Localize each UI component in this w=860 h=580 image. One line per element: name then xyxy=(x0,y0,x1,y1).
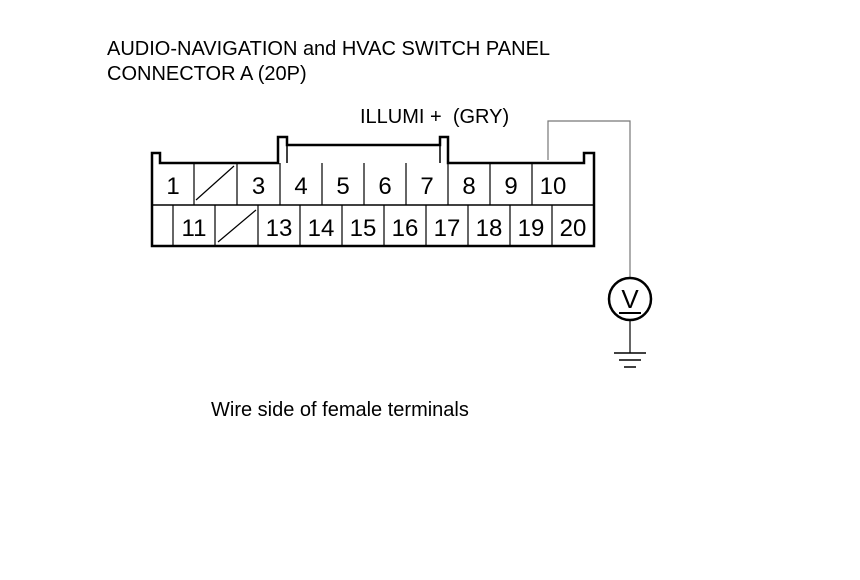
top-row-dividers xyxy=(193,163,533,205)
diagram-title: AUDIO-NAVIGATION and HVAC SWITCH PANEL C… xyxy=(107,37,550,87)
terminal-number: 3 xyxy=(252,173,265,200)
terminal-number: 17 xyxy=(434,215,461,242)
title-line-2: CONNECTOR A (20P) xyxy=(107,63,307,85)
title-line-1: AUDIO-NAVIGATION and HVAC SWITCH PANEL xyxy=(107,38,551,60)
connector-caption: Wire side of female terminals xyxy=(211,399,469,421)
terminal-number: 18 xyxy=(476,215,503,242)
bottom-row-terminals: 11 13 14 15 16 17 18 19 20 xyxy=(182,215,587,242)
terminal-number: 11 xyxy=(182,215,207,242)
terminal-number: 14 xyxy=(308,215,335,242)
top-row-terminals: 1 3 4 5 6 7 8 9 10 xyxy=(166,173,566,200)
terminal-number: 1 xyxy=(166,173,179,200)
ground-icon xyxy=(614,352,646,368)
terminal-number: 4 xyxy=(294,173,307,200)
bottom-row-dividers xyxy=(172,205,553,246)
probe-wire xyxy=(547,120,631,278)
terminal-number: 16 xyxy=(392,215,419,242)
terminal-number: 6 xyxy=(378,173,391,200)
terminal-number: 8 xyxy=(462,173,475,200)
terminal-number: 19 xyxy=(518,215,545,242)
empty-slot-bottom xyxy=(217,209,257,243)
terminal-number: 9 xyxy=(504,173,517,200)
terminal-number: 20 xyxy=(560,215,587,242)
empty-slot-top xyxy=(195,165,235,201)
terminal-number: 15 xyxy=(350,215,377,242)
terminal-number: 13 xyxy=(266,215,293,242)
terminal-number: 10 xyxy=(540,173,567,200)
wire-label: ILLUMI + (GRY) xyxy=(360,106,510,128)
connector-latch xyxy=(286,145,441,163)
terminal-number: 7 xyxy=(420,173,433,200)
voltmeter-letter: V xyxy=(621,284,639,314)
terminal-number: 5 xyxy=(336,173,349,200)
